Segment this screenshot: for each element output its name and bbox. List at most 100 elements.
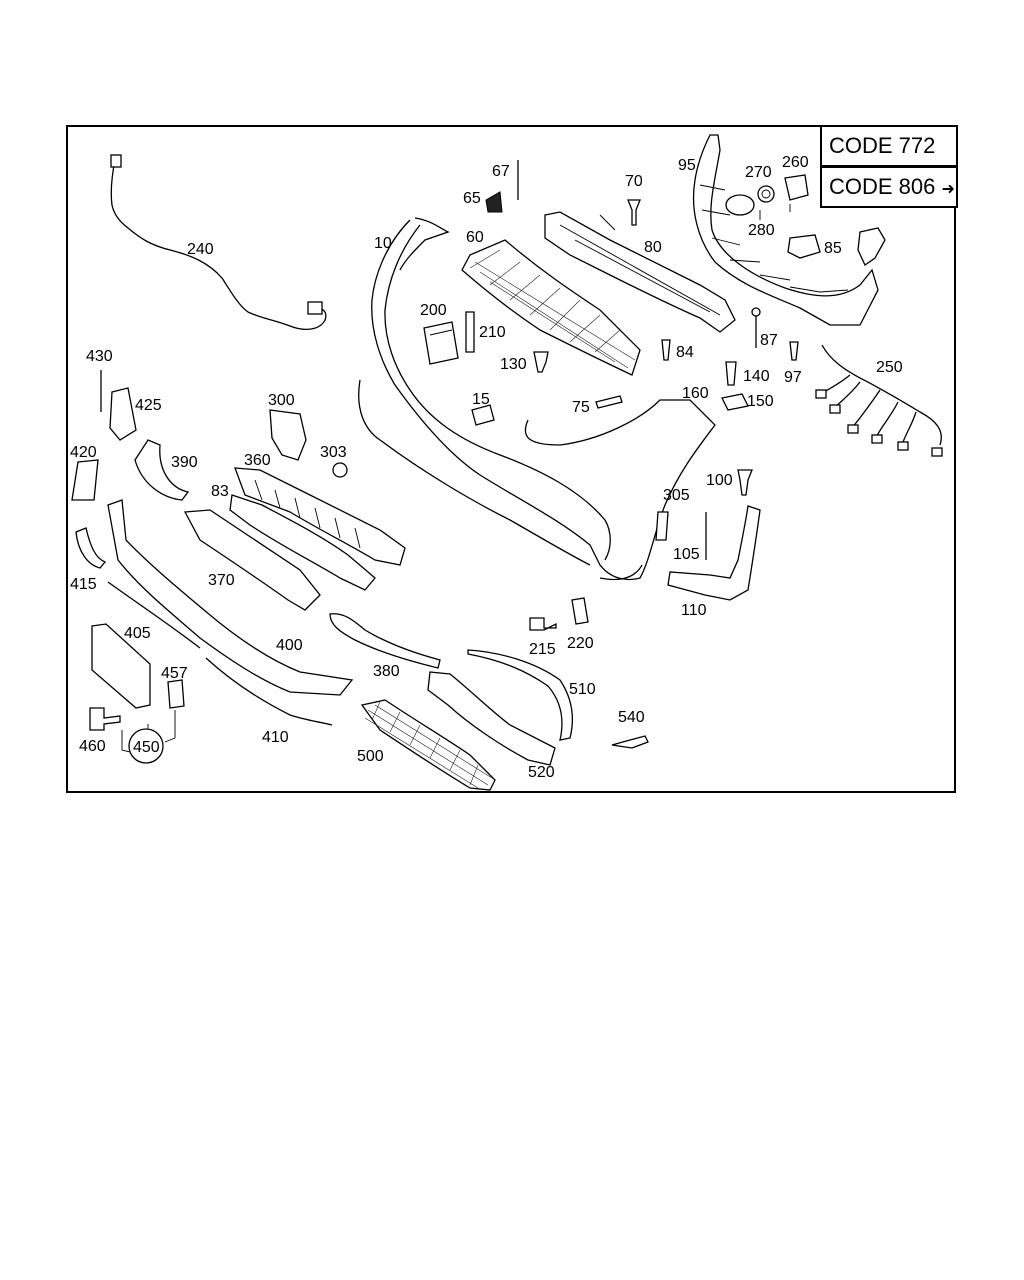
callout-420: 420 — [70, 444, 97, 461]
callout-100: 100 — [706, 472, 733, 489]
screw-84 — [661, 339, 671, 361]
support-80-detail — [559, 214, 721, 316]
module-200-face — [429, 329, 453, 336]
callout-425: 425 — [135, 397, 162, 414]
callout-67: 67 — [492, 163, 510, 180]
grille-500 — [360, 699, 496, 791]
callout-250: 250 — [876, 359, 903, 376]
pin-87-head — [751, 307, 761, 317]
code-806-box: CODE 806 ➜ — [820, 166, 958, 208]
callout-305: 305 — [663, 487, 690, 504]
callout-430: 430 — [86, 348, 113, 365]
callout-520: 520 — [528, 764, 555, 781]
screw-70 — [627, 199, 641, 226]
callout-405: 405 — [124, 625, 151, 642]
bracket-85 — [857, 227, 886, 266]
trim-510 — [467, 649, 573, 741]
callout-65: 65 — [463, 190, 481, 207]
code-772-box: CODE 772 — [820, 125, 958, 167]
callout-210: 210 — [479, 324, 506, 341]
bumper-lower-lip — [358, 379, 591, 566]
leader-lines — [147, 204, 791, 729]
callout-390: 390 — [171, 454, 198, 471]
group-450-bracket — [121, 710, 176, 753]
clip-220 — [571, 597, 589, 625]
callout-10: 10 — [374, 235, 392, 252]
connector-250b — [829, 404, 841, 414]
callout-380: 380 — [373, 663, 400, 680]
callout-540: 540 — [618, 709, 645, 726]
sensor-ring-270 — [757, 185, 775, 203]
trim-415 — [75, 527, 107, 569]
screw-97 — [789, 341, 799, 361]
rivet-540 — [611, 735, 649, 749]
callout-15: 15 — [472, 391, 490, 408]
clip-457 — [167, 679, 185, 709]
support-80 — [544, 211, 736, 333]
module-200 — [423, 321, 459, 365]
grille-60-mesh — [469, 249, 636, 369]
bracket-110 — [667, 505, 761, 601]
callout-457: 457 — [161, 665, 188, 682]
callout-260: 260 — [782, 154, 809, 171]
callout-415: 415 — [70, 576, 97, 593]
sensor-holder-260 — [784, 174, 809, 201]
clip-130 — [533, 351, 549, 373]
bracket-420 — [71, 459, 99, 501]
callout-70: 70 — [625, 173, 643, 190]
absorber-360 — [234, 467, 406, 566]
callout-240: 240 — [187, 241, 214, 258]
connector-250e — [897, 441, 909, 451]
connector-250a — [815, 389, 827, 399]
bracket-210 — [465, 311, 475, 353]
sensor-280b — [787, 234, 821, 259]
callout-labels: 240 10 67 65 60 70 95 270 260 80 280 85 … — [70, 154, 903, 781]
absorber-83 — [229, 494, 376, 591]
callout-75: 75 — [572, 399, 590, 416]
arrow-right-icon: ➜ — [941, 181, 955, 198]
clip-100 — [737, 469, 753, 496]
spoiler-370 — [183, 509, 321, 611]
nut-150 — [721, 393, 749, 411]
sensor-ring-270-inner — [761, 189, 771, 199]
washer-303 — [332, 462, 348, 478]
code-806-label: CODE 806 — [829, 174, 936, 199]
group-450-circle — [128, 728, 164, 764]
callout-95: 95 — [678, 157, 696, 174]
connector-250d — [871, 434, 883, 444]
absorber-360-ribs — [254, 479, 361, 549]
bracket-425 — [109, 387, 137, 441]
screw-460 — [89, 707, 121, 731]
connector-250f — [931, 447, 943, 457]
callout-87: 87 — [760, 332, 778, 349]
screw-140 — [725, 361, 737, 386]
grille-500-mesh — [364, 701, 493, 789]
diagram-frame — [66, 125, 956, 793]
trim-405 — [107, 581, 201, 649]
callout-80: 80 — [644, 239, 662, 256]
callout-84: 84 — [676, 344, 694, 361]
carrier-95 — [692, 134, 879, 326]
callout-60: 60 — [466, 229, 484, 246]
callout-83: 83 — [211, 483, 229, 500]
callout-97: 97 — [784, 369, 802, 386]
sensor-280a — [725, 194, 755, 216]
frame-520 — [427, 671, 556, 766]
callout-160: 160 — [682, 385, 709, 402]
bumper-lower-edge-160 — [599, 564, 643, 581]
connector-250c — [847, 424, 859, 434]
license-holder-450 — [91, 623, 151, 709]
wiring-harness-250 — [819, 344, 942, 446]
callout-370: 370 — [208, 572, 235, 589]
screw-215 — [529, 617, 557, 631]
trim-390 — [134, 439, 190, 501]
bracket-300 — [269, 409, 307, 461]
connector-240a — [110, 154, 122, 168]
trim-380 — [329, 613, 441, 669]
callout-215: 215 — [529, 641, 556, 658]
callout-450: 450 — [133, 739, 160, 756]
callout-220: 220 — [567, 635, 594, 652]
callout-400: 400 — [276, 637, 303, 654]
callout-140: 140 — [743, 368, 770, 385]
